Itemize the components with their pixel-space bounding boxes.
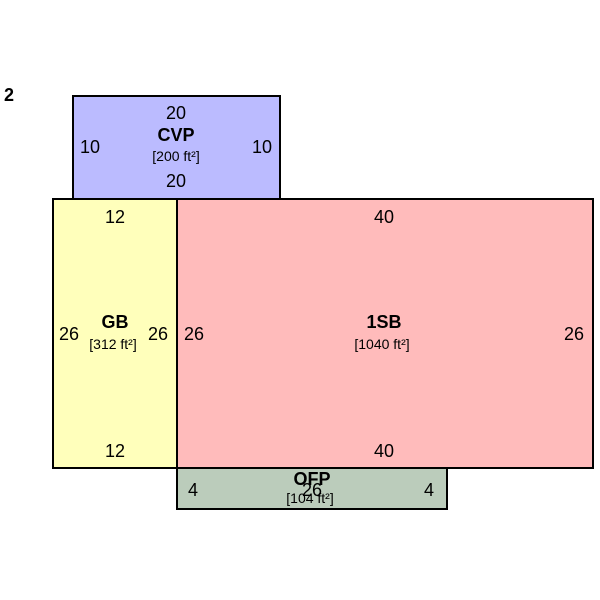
1sb-top-dimension: 40	[374, 207, 394, 227]
gb-top-dimension: 12	[105, 207, 125, 227]
1sb-right-dimension: 26	[564, 324, 584, 344]
area-1sb[interactable]: 40 1SB [1040 ft²] 26 26 40	[176, 198, 594, 469]
gb-right-dimension: 26	[148, 324, 168, 344]
cvp-bottom-dimension: 20	[166, 171, 186, 191]
gb-area: [312 ft²]	[89, 336, 136, 352]
ofp-right-dimension: 4	[424, 480, 434, 500]
area-ofp-labels: OFP [104 ft²] 26 4 4	[188, 469, 434, 506]
1sb-left-dimension: 26	[184, 324, 204, 344]
1sb-bottom-dimension: 40	[374, 441, 394, 461]
gb-left-dimension: 26	[59, 324, 79, 344]
ofp-left-dimension: 4	[188, 480, 198, 500]
ofp-top-dimension: 26	[302, 480, 322, 500]
cvp-area: [200 ft²]	[152, 148, 199, 164]
area-cvp-shape[interactable]	[72, 95, 281, 200]
area-1sb-shape[interactable]	[176, 198, 594, 469]
area-cvp[interactable]: 20 CVP [200 ft²] 10 10 20	[72, 95, 281, 200]
ofp-name: OFP	[293, 469, 330, 489]
1sb-area: [1040 ft²]	[354, 336, 409, 352]
cvp-top-dimension: 20	[166, 103, 186, 123]
page-number: 2	[4, 85, 14, 105]
area-gb-shape[interactable]	[52, 198, 178, 469]
cvp-name: CVP	[157, 125, 194, 145]
ofp-area: [104 ft²]	[286, 490, 333, 506]
gb-bottom-dimension: 12	[105, 441, 125, 461]
1sb-name: 1SB	[366, 312, 401, 332]
cvp-right-dimension: 10	[252, 137, 272, 157]
area-ofp-shape[interactable]	[176, 467, 448, 510]
gb-name: GB	[102, 312, 129, 332]
area-gb[interactable]: 12 GB [312 ft²] 26 26 12	[52, 198, 178, 469]
area-ofp[interactable]	[176, 467, 448, 510]
cvp-left-dimension: 10	[80, 137, 100, 157]
